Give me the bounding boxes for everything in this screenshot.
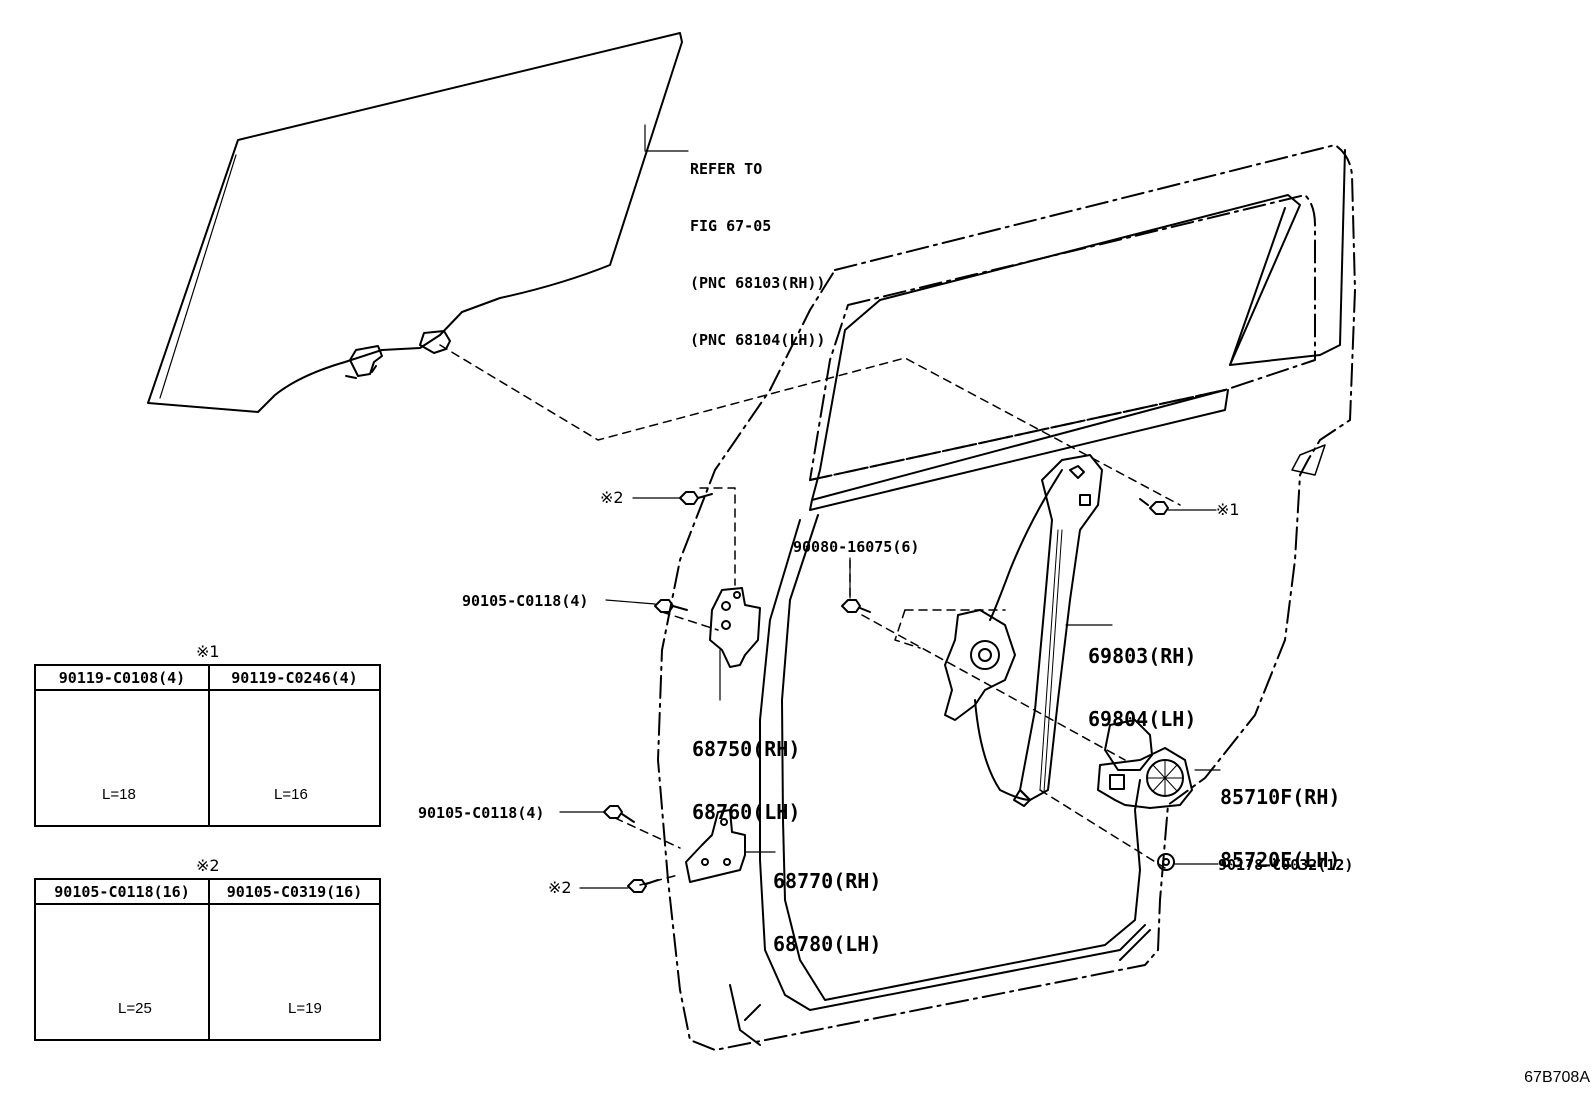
door-glass — [147, 32, 683, 413]
lower-hinge-rh: 68770(RH) — [773, 869, 882, 893]
upper-hinge-lh: 68760(LH) — [692, 800, 801, 824]
table1-col2-cell — [208, 691, 379, 825]
bolt-table-1: 90119-C0108(4) 90119-C0246(4) L=18 L=16 — [34, 664, 381, 827]
door-frame-outline — [657, 144, 1356, 1051]
glass-ref-line2: FIG 67-05 — [690, 217, 772, 235]
nut-regulator-label: 90178-C0032(12) — [1218, 856, 1354, 874]
bolt-regulator-label: 90080-16075(6) — [793, 538, 920, 556]
table2-col2-cell — [208, 905, 379, 1039]
upper-hinge-rh: 68750(RH) — [692, 737, 801, 761]
motor-lh: 85720E(LH) — [1220, 848, 1341, 872]
regulator-part-label: 69803(RH) 69804(LH) — [1088, 604, 1196, 751]
bolt-table-2: 90105-C0118(16) 90105-C0319(16) L=25 L=1… — [34, 878, 381, 1041]
bolt-lower-hinge-label: 90105-C0118(4) — [418, 804, 545, 822]
glass-reference-label: REFER TO FIG 67-05 (PNC 68103(RH)) (PNC … — [690, 122, 825, 369]
glass-ref-line3: (PNC 68103(RH)) — [690, 274, 826, 292]
bolt-upper-hinge-label: 90105-C0118(4) — [462, 592, 589, 610]
upper-hinge-part-label: 68750(RH) 68760(LH) — [692, 697, 800, 844]
table1-mark: ※1 — [196, 642, 220, 661]
window-frame — [729, 149, 1346, 1046]
leader-lines — [559, 124, 1221, 889]
glass-ref-line4: (PNC 68104(LH)) — [690, 331, 826, 349]
table1-col1-length: L=18 — [102, 786, 136, 803]
table1-col1-header: 90119-C0108(4) — [36, 666, 208, 691]
regulator-motor — [1097, 719, 1193, 809]
motor-part-label: 85710F(RH) 85720E(LH) — [1220, 745, 1340, 892]
lower-hinge — [685, 809, 746, 883]
table1-col2-length: L=16 — [274, 786, 308, 803]
glass-ref-line1: REFER TO — [690, 160, 763, 178]
fasteners — [603, 491, 1175, 893]
table2-col1-length: L=25 — [118, 1000, 152, 1017]
mark1-right-callout: ※1 — [1216, 500, 1240, 519]
table2-col2-header: 90105-C0319(16) — [208, 880, 379, 905]
window-regulator — [944, 454, 1103, 807]
mark2-top-callout: ※2 — [600, 488, 624, 507]
upper-hinge — [709, 587, 761, 668]
mark2-bottom-callout: ※2 — [548, 878, 572, 897]
table2-col2-length: L=19 — [288, 1000, 322, 1017]
motor-rh: 85710F(RH) — [1220, 785, 1341, 809]
lower-hinge-part-label: 68770(RH) 68780(LH) — [773, 829, 881, 976]
table2-mark: ※2 — [196, 856, 220, 875]
table2-col1-header: 90105-C0118(16) — [36, 880, 208, 905]
regulator-rh: 69803(RH) — [1088, 644, 1197, 668]
figure-code: 67B708A — [1524, 1069, 1590, 1086]
regulator-lh: 69804(LH) — [1088, 707, 1197, 731]
lower-hinge-lh: 68780(LH) — [773, 932, 882, 956]
table1-col2-header: 90119-C0246(4) — [208, 666, 379, 691]
